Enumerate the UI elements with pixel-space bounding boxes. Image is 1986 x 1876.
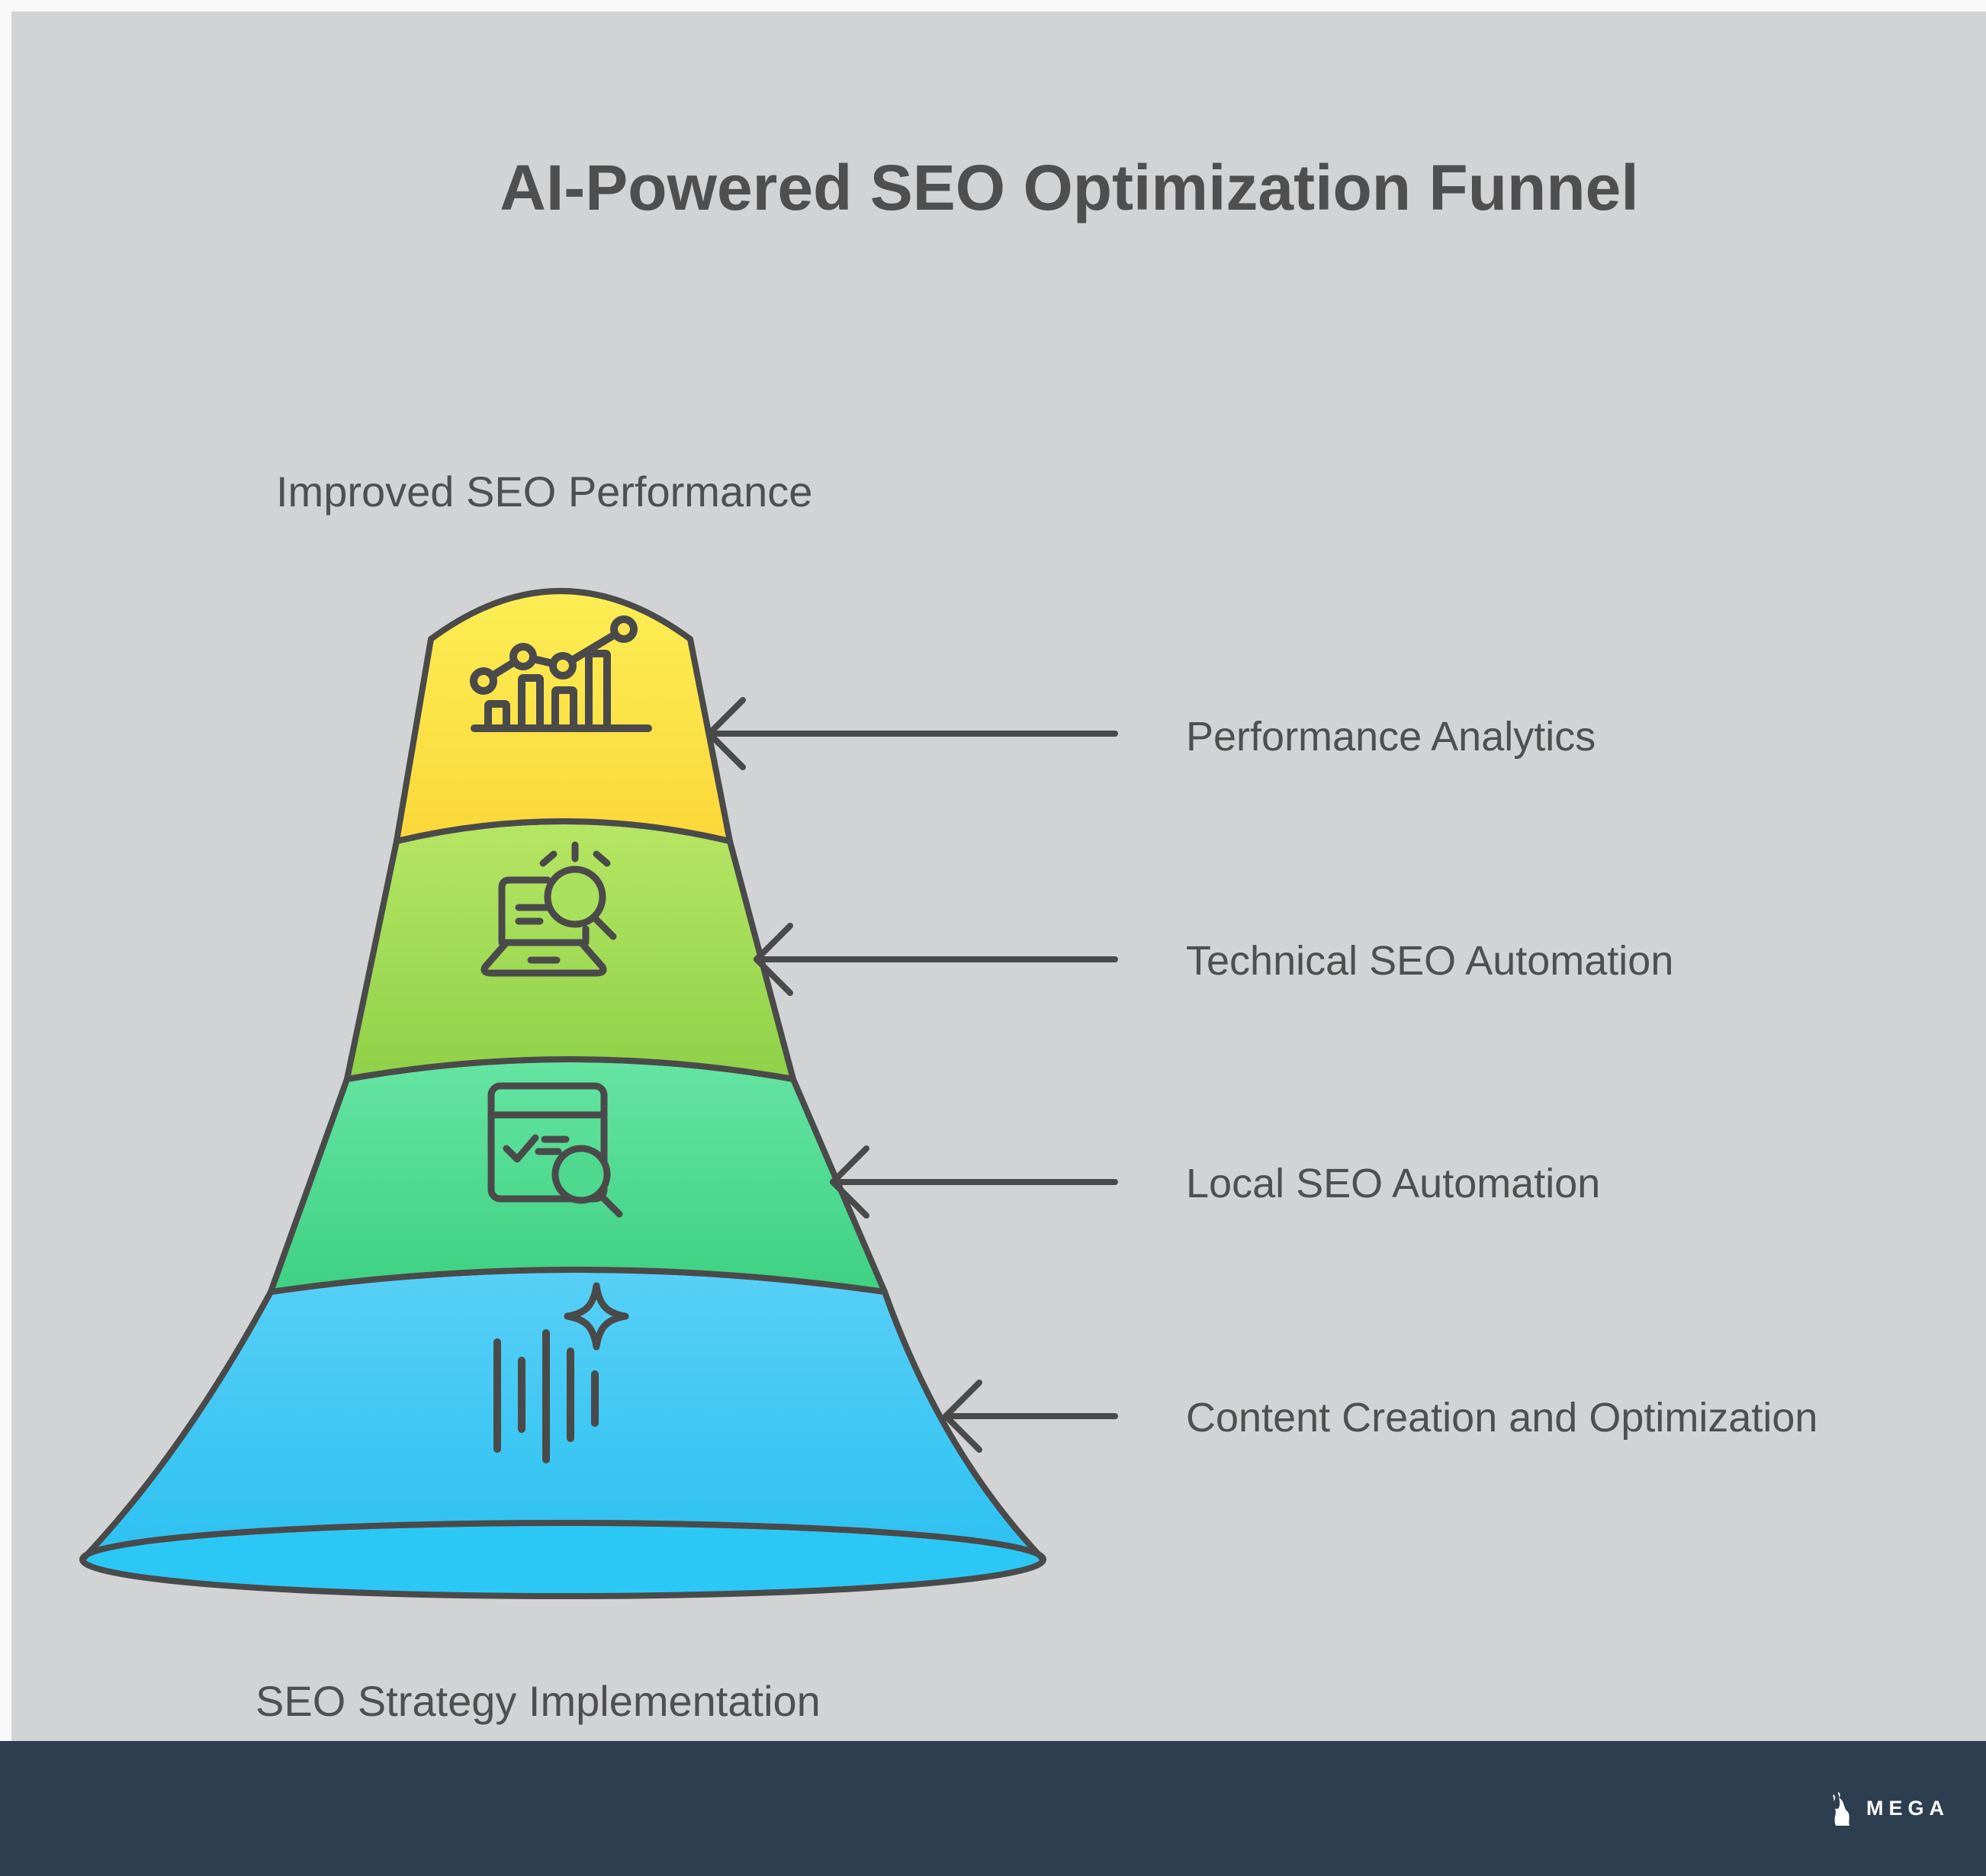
laptop-search-icon <box>480 841 617 977</box>
funnel-bottom-caption: SEO Strategy Implementation <box>255 1677 821 1725</box>
funnel-top-caption: Improved SEO Performance <box>276 467 813 516</box>
browser-check-search-icon <box>487 1082 623 1218</box>
arrow-performance-analytics <box>706 697 1118 770</box>
page-title: AI-Powered SEO Optimization Funnel <box>500 152 1639 223</box>
stage-label-performance-analytics: Performance Analytics <box>1186 714 1596 760</box>
brand-name: MEGA <box>1866 1797 1949 1820</box>
arrow-technical-seo <box>754 923 1118 996</box>
funnel-stage-performance-analytics <box>394 588 733 844</box>
stage-label-content-creation: Content Creation and Optimization <box>1186 1395 1818 1441</box>
stage-label-local-seo-automation: Local SEO Automation <box>1186 1161 1601 1206</box>
brand-lockup: MEGA <box>1827 1791 1949 1826</box>
sparkle-content-icon <box>493 1282 629 1463</box>
mega-lion-icon <box>1833 1791 1849 1826</box>
arrow-local-seo <box>830 1145 1118 1219</box>
arrow-content-creation <box>943 1380 1118 1453</box>
analytics-chart-icon <box>470 615 652 732</box>
footer-bar: MEGA <box>0 1741 1986 1876</box>
stage-label-technical-seo-automation: Technical SEO Automation <box>1186 938 1674 984</box>
funnel-stage-technical-seo <box>344 818 796 1082</box>
funnel-stage-content-creation <box>79 1267 1046 1563</box>
